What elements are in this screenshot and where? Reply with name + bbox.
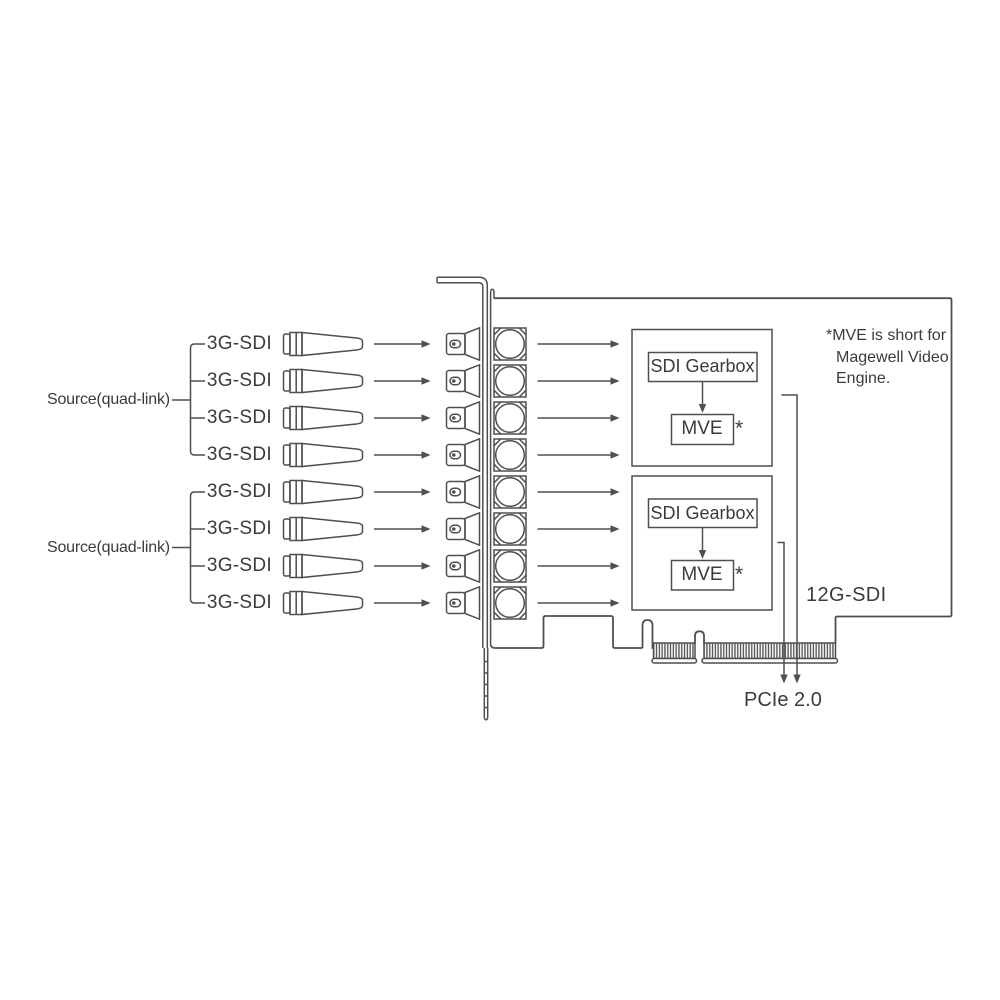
quadlink-bracket-2 xyxy=(172,491,205,604)
input-row-5 xyxy=(282,475,621,509)
source-quadlink-label-1: Source(quad-link) xyxy=(47,391,170,408)
input-row-7 xyxy=(282,549,621,583)
input-row-4 xyxy=(282,438,621,472)
input-label-3g-sdi-2: 3G-SDI xyxy=(206,370,272,391)
pcie-edge-connector xyxy=(651,642,839,664)
finger-cap-short xyxy=(651,657,698,664)
input-row-2 xyxy=(282,364,621,398)
input-label-3g-sdi-3: 3G-SDI xyxy=(206,407,272,428)
mve-footnote-marker-2: * xyxy=(735,563,744,586)
output-label-12g-sdi: 12G-SDI xyxy=(806,584,887,606)
input-label-3g-sdi-6: 3G-SDI xyxy=(206,518,272,539)
input-row-8 xyxy=(282,586,621,620)
bracket-tail xyxy=(483,648,489,721)
finger-cap-long xyxy=(701,657,839,664)
mve-footnote-marker-1: * xyxy=(735,417,744,440)
processing-block-2 xyxy=(631,475,773,611)
footnote-line-2: Magewell Video xyxy=(836,348,949,366)
mve-label-1: MVE xyxy=(681,418,723,440)
screw-notch xyxy=(641,619,655,649)
connector-key-notch xyxy=(694,630,705,644)
sdi-gearbox-label-1: SDI Gearbox xyxy=(650,356,755,377)
input-label-3g-sdi-4: 3G-SDI xyxy=(206,444,272,465)
footnote: *MVE is short for Magewell Video Engine. xyxy=(826,325,949,390)
signal-line-12g-sdi-1 xyxy=(781,394,798,676)
signal-arrowhead-1 xyxy=(793,674,801,684)
input-label-3g-sdi-5: 3G-SDI xyxy=(206,481,272,502)
input-label-3g-sdi-7: 3G-SDI xyxy=(206,555,272,576)
input-row-3 xyxy=(282,401,621,435)
mve-label-2: MVE xyxy=(681,564,723,586)
sdi-gearbox-label-2: SDI Gearbox xyxy=(650,502,755,523)
bus-label-pcie: PCIe 2.0 xyxy=(744,689,822,711)
footnote-line-3: Engine. xyxy=(836,370,891,388)
footnote-line-1: *MVE is short for xyxy=(826,327,947,344)
source-quadlink-label-2: Source(quad-link) xyxy=(47,539,170,556)
processing-block-1 xyxy=(631,328,773,467)
pcie-card-outline xyxy=(489,297,953,649)
input-label-3g-sdi-8: 3G-SDI xyxy=(206,592,272,613)
quadlink-bracket-1 xyxy=(172,343,205,456)
input-label-3g-sdi-1: 3G-SDI xyxy=(206,333,272,354)
mve-box-2 xyxy=(670,559,735,591)
gold-fingers-short xyxy=(652,642,696,660)
gold-fingers-long xyxy=(703,642,837,660)
input-row-1 xyxy=(282,327,621,361)
input-row-6 xyxy=(282,512,621,546)
mve-box-1 xyxy=(670,413,735,446)
signal-line-12g-sdi-2 xyxy=(777,541,785,676)
pci-bracket xyxy=(436,276,495,721)
signal-arrowhead-2 xyxy=(780,674,788,684)
